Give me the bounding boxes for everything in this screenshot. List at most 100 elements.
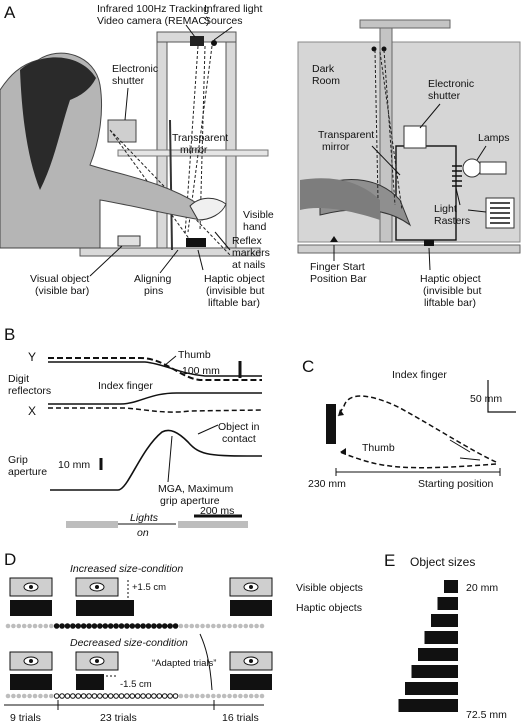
haptic-objects-label: Haptic objects <box>296 602 362 614</box>
trace-y <box>48 357 262 381</box>
haptic-object-bar <box>186 238 206 247</box>
grip-aperture-trace <box>50 429 263 491</box>
y-label: Y <box>28 350 36 364</box>
trial-dot <box>113 693 119 699</box>
shutter-box <box>107 119 137 143</box>
trial-dot <box>221 693 227 699</box>
contact-pointer <box>197 424 219 435</box>
trial-dot <box>189 693 195 699</box>
trial-dot <box>129 623 136 629</box>
lights-label-1: Lights <box>130 512 159 524</box>
increased-row-top: +1.5 cm Visible objects Haptic objects <box>9 577 363 616</box>
trial-dot <box>194 693 200 699</box>
thumb-path-c <box>339 451 497 469</box>
trial-dot <box>221 623 227 629</box>
size-bar <box>418 648 458 661</box>
index-direction-arrow <box>449 439 471 453</box>
index-label-b: Index finger <box>98 380 153 392</box>
trial-dot <box>16 623 22 629</box>
trial-dot <box>97 693 103 699</box>
trial-dot <box>248 623 254 629</box>
trial-dot <box>243 693 249 699</box>
trial-dot <box>118 693 125 699</box>
panel-e-letter: E <box>384 551 395 570</box>
size-bar <box>405 682 458 695</box>
trial-dot <box>167 623 173 629</box>
right-frame-post <box>225 35 237 255</box>
shutter-label-2: shutter <box>112 75 145 87</box>
visible-objects-label: Visible objects <box>296 582 363 594</box>
trial-dot <box>43 623 49 629</box>
trial-dot <box>43 693 49 699</box>
trial-dot <box>194 623 200 629</box>
trial-dot <box>80 693 87 699</box>
trial-dot <box>80 623 87 629</box>
r-shutter-pointer <box>419 103 441 129</box>
camera-label-2: Video camera (REMAC) <box>97 15 209 27</box>
panel-d-letter: D <box>4 550 16 569</box>
trial-dot <box>227 623 232 629</box>
r-mirror-label-1: Transparent <box>318 129 374 141</box>
lights-label-2: on <box>137 527 149 539</box>
rasters-pointer-2 <box>467 209 487 213</box>
trial-dot <box>145 623 152 629</box>
trial-dot <box>21 693 27 699</box>
trial-dot <box>254 623 259 629</box>
r-shutter-label-2: shutter <box>428 90 461 102</box>
trial-dot <box>102 623 109 629</box>
trial-dot <box>91 623 98 629</box>
right-apparatus <box>297 19 521 254</box>
mirror-line <box>169 119 173 251</box>
trial-dot <box>189 623 195 629</box>
mga-label-2: grip aperture <box>160 495 220 507</box>
size-bar <box>424 631 458 644</box>
trial-dot <box>200 623 205 629</box>
object-bar-c <box>326 404 336 444</box>
grip-label-2: aperture <box>8 466 47 478</box>
trial-dot <box>75 693 82 699</box>
trial-dot <box>216 623 222 629</box>
camera-icon <box>190 36 204 46</box>
trial-dot <box>27 623 32 629</box>
mga-pointer <box>167 435 173 483</box>
rasters-pointer-1 <box>455 187 461 206</box>
thumb-arrowhead-c <box>340 448 346 455</box>
trial-dot <box>113 623 119 629</box>
haptic-left-label-3: liftable bar) <box>208 297 260 309</box>
object-sizes-title: Object sizes <box>410 555 475 569</box>
mirror-label-2: mirror <box>180 144 208 156</box>
trial-dot <box>5 693 11 699</box>
panel-a-letter: A <box>4 3 16 22</box>
base-bar <box>79 247 261 257</box>
min-size-label: 20 mm <box>466 582 498 594</box>
thumb-label-b: Thumb <box>178 349 211 361</box>
trial-dot <box>156 623 163 629</box>
grip-trace-group <box>50 429 263 491</box>
raster-right <box>490 202 510 224</box>
right-sight-lines <box>374 49 403 211</box>
right-body-silhouette <box>300 178 380 220</box>
trial-dot <box>53 623 60 629</box>
eye-pupil-icon <box>95 585 99 589</box>
finger-start-marker <box>330 236 338 242</box>
trial-dot <box>178 693 184 699</box>
trial-dot <box>151 693 157 699</box>
right-shutter-box <box>403 125 427 149</box>
trial-dot <box>124 693 130 699</box>
increased-label: Increased size-condition <box>70 563 183 575</box>
right-labels: Dark Room Electronic shutter Transparent… <box>310 63 510 309</box>
shutter-label-1: Electronic <box>112 63 158 75</box>
trial-dot <box>238 623 243 629</box>
right-top-bar <box>359 19 451 29</box>
haptic-left-label-2: (invisible but <box>206 285 264 297</box>
lights-off-bar-1 <box>66 521 118 528</box>
table-shelf <box>117 149 269 157</box>
light-label-2: Sources <box>204 15 243 27</box>
eye-pupil-icon <box>29 585 33 589</box>
eye-pupil-icon <box>249 585 253 589</box>
haptic-left-pointer <box>197 249 204 271</box>
trial-dot <box>184 693 189 699</box>
x-label: X <box>28 404 36 418</box>
trial-dot <box>53 693 60 699</box>
visual-object-bar <box>117 235 141 247</box>
